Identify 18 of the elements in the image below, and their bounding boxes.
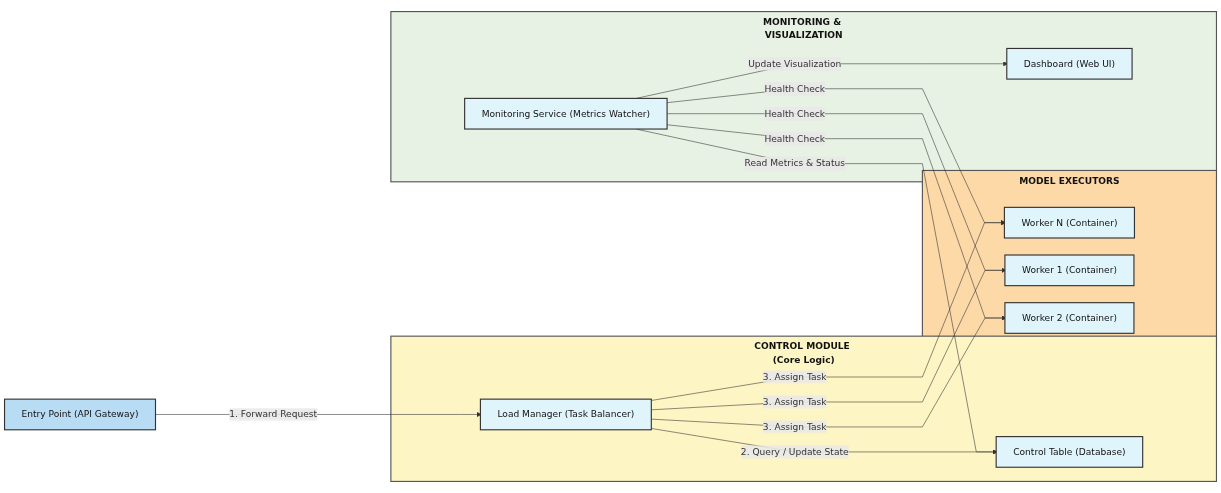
node-box: Worker N (Container) (1003, 206, 1135, 239)
edge-label: Health Check (764, 83, 826, 94)
node-box: Worker 2 (Container) (1004, 302, 1135, 334)
node-box: Load Manager (Task Balancer) (479, 398, 652, 431)
edge-label: Read Metrics & Status (744, 157, 845, 169)
node-box: Worker 1 (Container) (1004, 254, 1135, 287)
edge-label: 3. Assign Task (762, 371, 827, 383)
edge-label: 2. Query / Update State (740, 446, 849, 458)
node-box: Entry Point (API Gateway) (3, 398, 157, 431)
node-box: Control Table (Database) (995, 436, 1144, 468)
edge-label: 3. Assign Task (762, 421, 827, 433)
edge-label: 1. Forward Request (229, 408, 318, 420)
edge-label: Health Check (764, 108, 826, 119)
edge-label: Health Check (764, 133, 826, 144)
edge-label: Update Visualization (748, 58, 842, 69)
edge-label: 3. Assign Task (762, 396, 827, 408)
node-box: Dashboard (Web UI) (1006, 47, 1133, 80)
node-box: Monitoring Service (Metrics Watcher) (464, 97, 668, 130)
